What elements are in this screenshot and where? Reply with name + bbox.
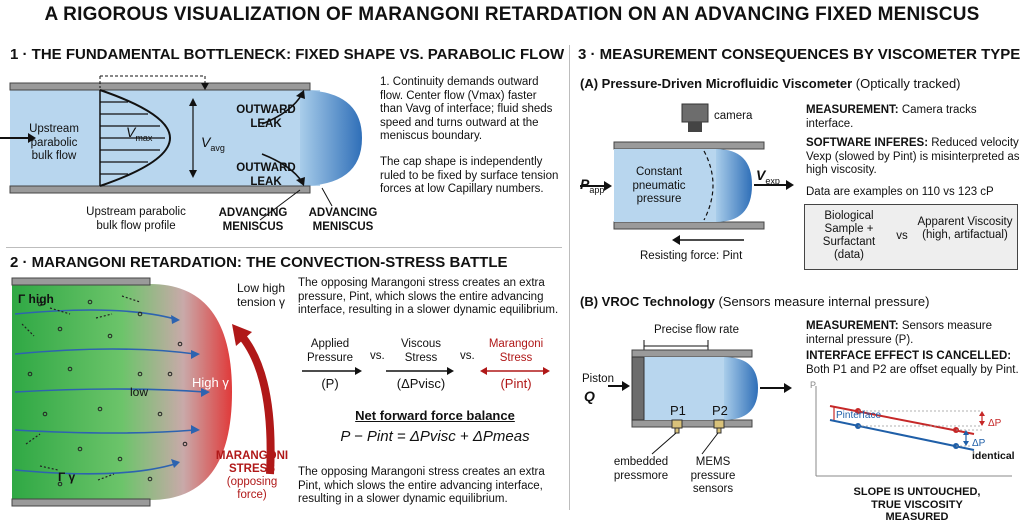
s2-bottom-wall [11,498,151,507]
s1-top-wall [9,82,311,91]
s2-viscous-label: Viscous Stress [400,338,442,364]
s3-b-sensor-p1 [671,419,683,429]
s2-balance-title: Net forward force balance [355,408,515,423]
s2-fluid-region [12,284,232,500]
s2-vs-1: vs. [370,350,385,362]
s2-balance-equation: P − Pint = ΔPvisc + ΔPmeas [340,428,530,445]
s3-a-camera-lens [688,122,702,132]
s3-a-resisting-label: Resisting force: Pint [640,250,743,262]
s3-b-slope-conclusion: SLOPE IS UNTOUCHED, TRUE VISCOSITY MEASU… [853,486,981,523]
s3-a-heading: (A) Pressure-Driven Microfluidic Viscome… [580,76,961,91]
s3-a-vexp-label: Vexp [756,167,780,186]
s2-paragraph-1: The opposing Marangoni stress creates an… [298,277,559,316]
s2-gamma-high-label: Γ high [18,292,54,306]
s2-marangoni-stress-label: MARANGONI STRESS [215,450,289,475]
s3-b-graph-dp2: ΔP [972,438,986,449]
s3-a-software: SOFTWARE INFERES: Reduced velocity Vexp … [806,137,1020,176]
s3-a-box-right: Apparent Viscosity (high, artifactual) [917,216,1013,241]
s3-a-viscometer-diagram [580,103,794,245]
s1-note-1: 1. Continuity demands outward flow. Cent… [380,76,553,142]
s2-applied-label: Applied Pressure [306,338,354,364]
section-3-heading: 3 · MEASUREMENT CONSEQUENCES BY VISCOMET… [578,46,1021,63]
s3-b-pressure-graph [815,386,1012,477]
s3-b-cancel-label: INTERFACE EFFECT IS CANCELLED: [806,350,1012,362]
s2-low-high-tension-label: Low high tension γ [236,281,286,309]
section-1-heading: 1 · THE FUNDAMENTAL BOTTLENECK: FIXED SH… [10,46,565,63]
s1-meniscus [300,90,362,186]
s3-b-vroc-diagram [608,340,792,455]
s1-outward-leak-top: OUTWARD LEAK [236,104,296,130]
s1-vavg-label: Vavg [201,134,225,153]
s3-b-p2-label: P2 [712,403,728,418]
s2-marangoni-diagram [11,277,275,507]
s3-b-graph-p-axis: P [810,380,817,390]
s2-low-label: low [130,385,149,399]
s3-a-camera-body [681,103,709,123]
section-divider-horizontal [6,247,562,248]
s3-b-graph-dp1: ΔP [988,418,1002,429]
s1-parabola [99,89,171,187]
s1-profile-label: Upstream parabolic bulk flow profile [86,206,186,232]
s3-a-comparison-box: Biological Sample + Surfactant (data) vs… [804,204,1018,270]
s2-applied-symbol: (P) [321,376,339,391]
s3-b-precise-label: Precise flow rate [654,324,740,336]
s3-b-heading: (B) VROC Technology (Sensors measure int… [580,294,930,309]
s3-a-camera-label: camera [714,110,753,122]
s1-note-2: The cap shape is independently ruled to … [380,156,559,195]
s3-a-box-left: Biological Sample + Surfactant (data) [822,210,876,261]
s3-b-p1-label: P1 [670,403,686,418]
s3-b-meniscus [724,357,758,420]
s3-b-graph-pinterface: Pinterface [836,410,882,421]
s2-paragraph-2: The opposing Marangoni stress creates an… [298,466,545,505]
s3-b-mems-label: MEMS pressure sensors [690,456,736,495]
s2-opposing-force-label: (opposing force) [226,476,278,501]
s3-b-embedded-label: embedded pressmore [613,456,669,482]
section-divider-vertical [569,45,570,510]
s2-marangoni-arrow [236,331,275,475]
s2-top-wall [11,277,151,286]
s3-b-piston [631,356,645,421]
s3-b-measurement: MEASUREMENT: Sensors measure internal pr… [806,320,992,346]
s2-marangoni-symbol: (Pint) [500,376,532,391]
s1-upstream-label: Upstream parabolic bulk flow [29,123,79,162]
s1-bottom-wall [9,185,311,194]
s3-b-cancel-text: Both P1 and P2 are offset equally by Pin… [806,364,1019,376]
s3-a-papp-label: Papp [580,176,605,195]
s2-marangoni-label: Marangoni Stress [488,338,544,364]
s3-b-graph-identical: identical [972,450,1015,462]
s2-gamma-low-label: Γ γ [58,470,76,484]
s3-b-piston-label: Piston [582,373,614,385]
s3-b-q-label: Q [584,388,595,404]
page-title: A RIGOROUS VISUALIZATION OF MARANGONI RE… [44,4,980,25]
s2-high-gamma-label: High γ [192,375,229,390]
s3-a-data-note: Data are examples on 110 vs 123 cP [806,186,994,198]
s1-outward-leak-bottom: OUTWARD LEAK [236,162,296,188]
s1-advancing-meniscus-2: ADVANCING MENISCUS [308,207,378,233]
s3-b-sensor-p2 [713,419,725,429]
s3-a-meniscus [716,149,752,222]
s3-a-constant-pressure: Constant pneumatic pressure [632,166,686,205]
s1-advancing-meniscus-1: ADVANCING MENISCUS [218,207,288,233]
s2-viscous-symbol: (ΔPvisc) [396,376,446,391]
s1-channel-diagram [0,75,362,221]
section-2-heading: 2 · MARANGONI RETARDATION: THE CONVECTIO… [10,254,508,271]
s2-vs-2: vs. [460,350,475,362]
s3-a-measurement: MEASUREMENT: Camera tracks interface. [806,104,977,130]
s2-comparison-arrows [302,367,550,375]
s1-vmax-label: Vmax [126,124,153,143]
s3-a-box-vs: vs [896,230,908,242]
